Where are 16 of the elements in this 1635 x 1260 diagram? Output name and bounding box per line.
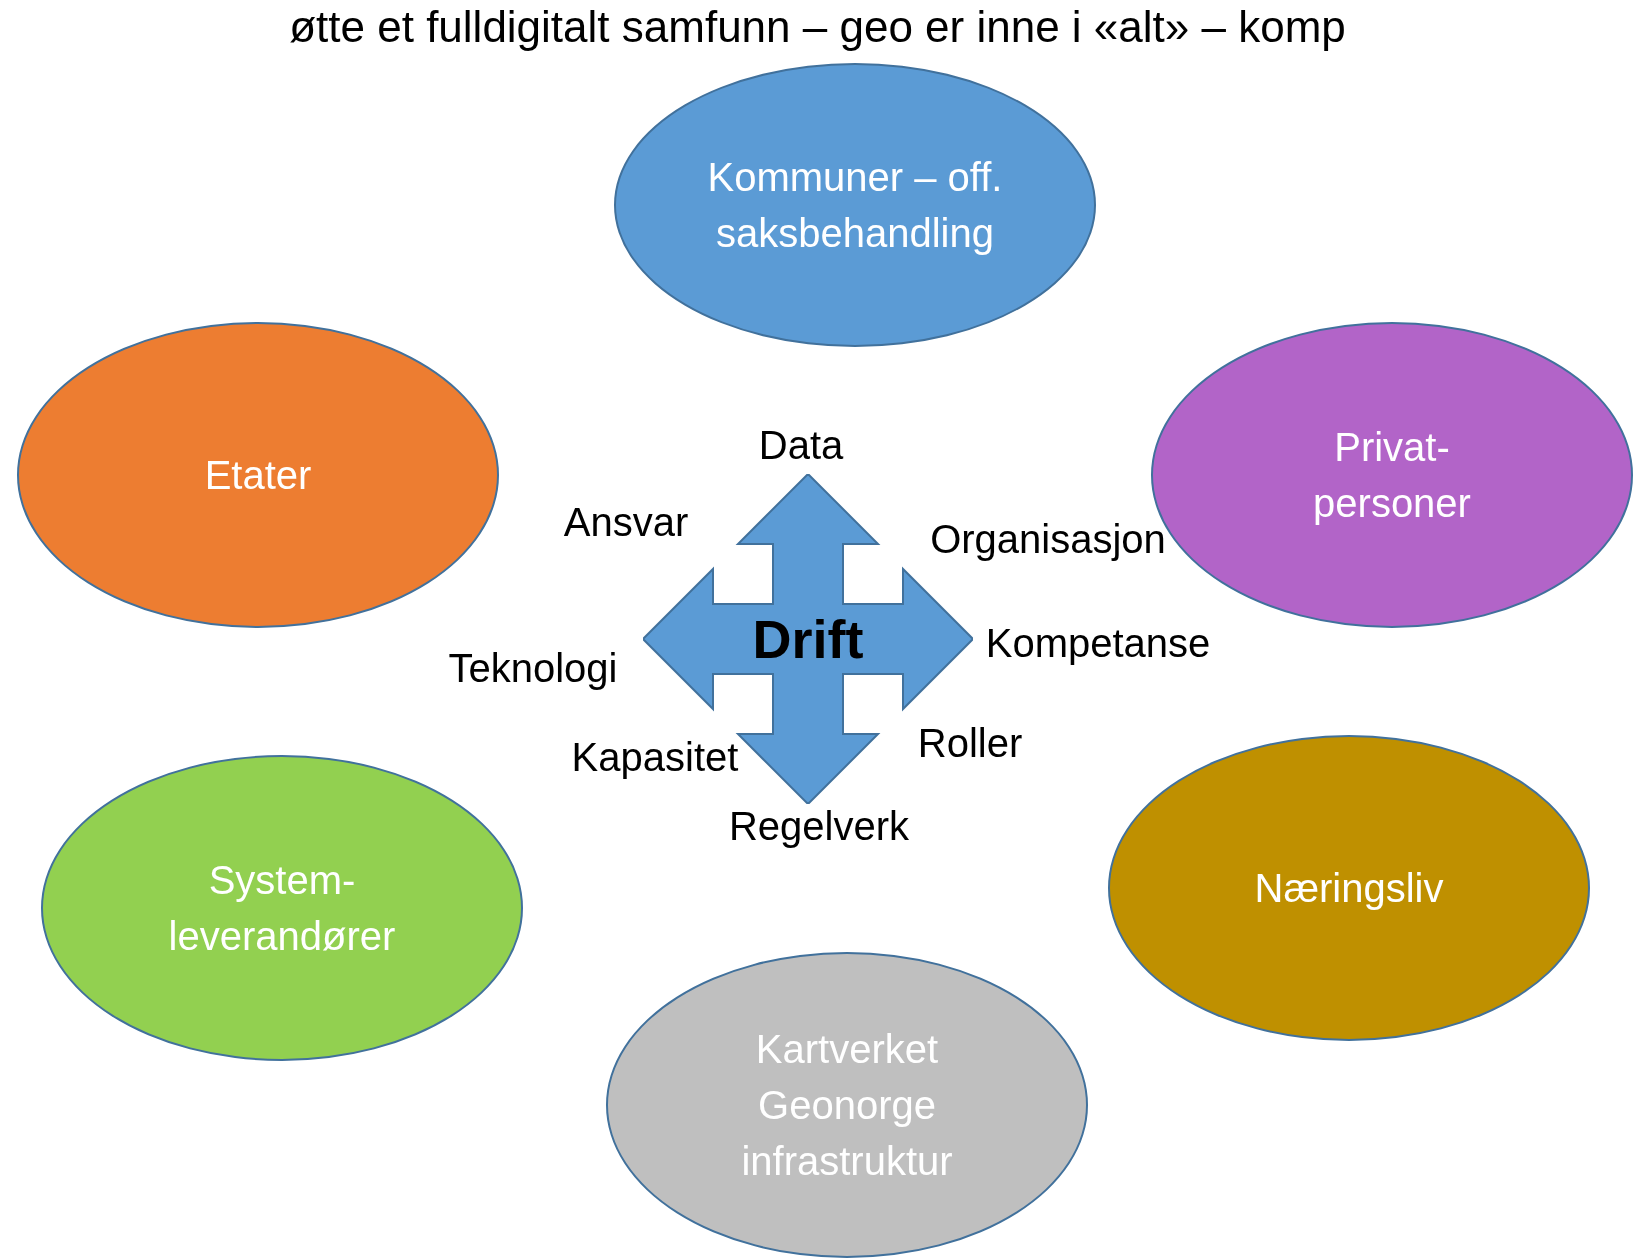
node-label: System-leverandører [167, 857, 397, 960]
node-label: Kommuner – off. saksbehandling [706, 154, 1004, 257]
node-label: Næringsliv [1253, 865, 1445, 912]
heading-text: øtte et fulldigitalt samfunn – geo er inne i «alt» – komp [288, 2, 1347, 52]
aspect-label: Roller [917, 720, 1023, 766]
aspect-label: Ansvar [563, 499, 689, 545]
node-label: Etater [203, 452, 313, 499]
node-label: Drift [752, 608, 864, 670]
aspect-label: Kompetanse [985, 620, 1211, 666]
aspect-label: Regelverk [728, 803, 910, 849]
aspect-label: Teknologi [448, 645, 618, 691]
aspect-label: Organisasjon [930, 516, 1166, 562]
aspect-label: Data [758, 422, 844, 468]
aspect-label: Kapasitet [571, 734, 739, 780]
node-label: Privat-personer [1312, 424, 1472, 527]
node-label: Kartverket Geonorge infrastruktur [740, 1026, 954, 1185]
